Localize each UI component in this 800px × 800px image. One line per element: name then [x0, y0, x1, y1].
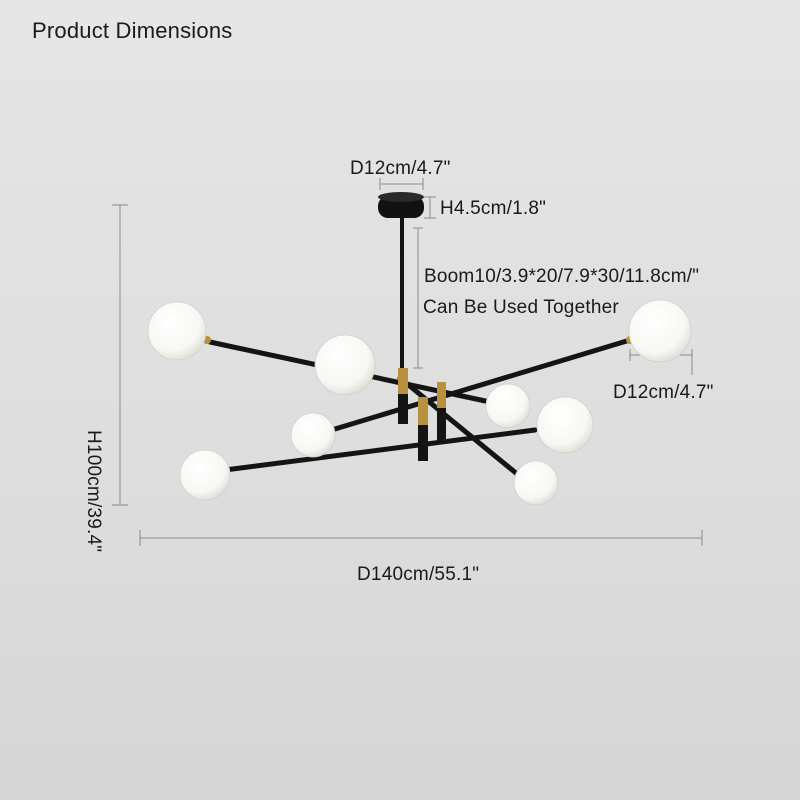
arm-4: [397, 375, 525, 481]
page-title: Product Dimensions: [32, 18, 233, 43]
overall-diameter-label: D140cm/55.1": [357, 564, 480, 585]
arm-2: [322, 337, 633, 435]
globe: [179, 449, 231, 501]
globe: [485, 383, 531, 429]
globe-diameter-label: D12cm/4.7": [613, 382, 714, 403]
center-bodies: [398, 368, 446, 461]
canopy-height-label: H4.5cm/1.8": [440, 198, 547, 219]
canopy-diameter-label: D12cm/4.7": [350, 158, 451, 179]
globe: [628, 299, 692, 363]
boom-note-label: Can Be Used Together: [423, 297, 619, 318]
globe: [314, 334, 376, 396]
overall-height-label: H100cm/39.4": [83, 430, 104, 553]
globe: [290, 412, 336, 458]
globe: [147, 301, 207, 361]
boom-lengths-label: Boom10/3.9*20/7.9*30/11.8cm/": [424, 266, 700, 287]
globe: [536, 396, 594, 454]
arm-3: [222, 427, 538, 473]
canopy: [378, 192, 424, 218]
globe: [513, 460, 559, 506]
globes: [147, 299, 692, 506]
